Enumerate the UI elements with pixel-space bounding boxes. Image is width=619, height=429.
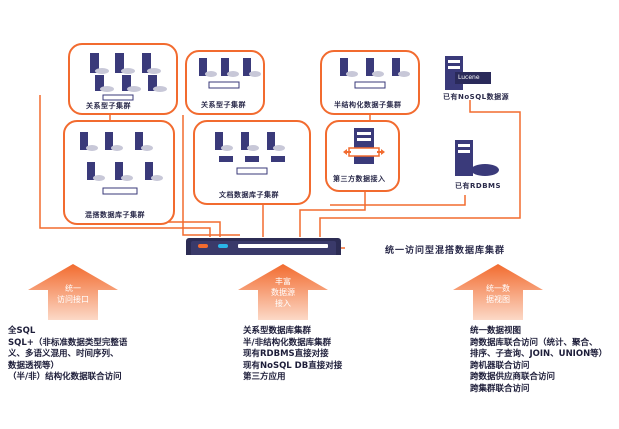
nosql-label: 已有NoSQL数据源 xyxy=(443,93,510,101)
left-desc-line: SQL+（非标准数据类型完整语 xyxy=(8,337,128,348)
server-group-icon xyxy=(215,132,285,175)
right-desc-line: 跨机器联合访问 xyxy=(470,360,530,371)
right-desc-line: 排序、子查询、JOIN、UNION等） xyxy=(470,349,608,359)
middle-desc-line: 第三方应用 xyxy=(243,372,286,382)
third-party-server-icon xyxy=(343,128,385,164)
server-group-icon xyxy=(340,58,410,89)
server-group-icon xyxy=(80,132,163,195)
right-arrow-line-2: 据视图 xyxy=(486,295,510,304)
middle-desc-line: 现有RDBMS直接对接 xyxy=(243,349,329,359)
rdbms-label: 已有RDBMS xyxy=(455,182,502,190)
third-party-cluster-label: 第三方数据接入 xyxy=(333,175,386,183)
left-description: 全SQL SQL+（非标准数据类型完整语 义、多语义混用、时间序列、 数据透视等… xyxy=(8,326,127,384)
left-desc-line: 义、多语义混用、时间序列、 xyxy=(8,349,119,359)
left-desc-line: 全SQL xyxy=(8,326,36,336)
server-group-icon xyxy=(90,53,167,101)
right-arrow-line-1: 统一数 xyxy=(486,284,510,293)
middle-desc-line: 半/非结构化数据库集群 xyxy=(243,337,332,348)
middle-description: 关系型数据库集群 半/非结构化数据库集群 现有RDBMS直接对接 现有NoSQL… xyxy=(243,326,342,384)
document-cluster-label: 文档数据库子集群 xyxy=(219,191,279,199)
right-desc-line: 跨数据供应商联合访问 xyxy=(470,372,556,382)
middle-desc-line: 现有NoSQL DB直接对接 xyxy=(243,360,343,371)
middle-desc-line: 关系型数据库集群 xyxy=(243,326,312,336)
middle-arrow-line-1: 丰富 xyxy=(275,277,291,286)
left-arrow-line-1: 统一 xyxy=(65,284,81,293)
mixed-cluster-label: 混搭数据库子集群 xyxy=(85,211,145,219)
relational-cluster-2-label: 关系型子集群 xyxy=(201,101,246,109)
relational-cluster-1-label: 关系型子集群 xyxy=(86,102,131,110)
main-title: 统一访问型混搭数据库集群 xyxy=(385,246,506,256)
mixed-cluster: 混搭数据库子集群 xyxy=(63,120,175,225)
relational-cluster-1: 关系型子集群 xyxy=(68,43,178,115)
left-desc-line: 数据透视等） xyxy=(8,360,60,371)
right-desc-line: 跨数据库联合访问（统计、聚合、 xyxy=(470,337,598,348)
left-arrow-line-2: 访问接口 xyxy=(57,295,89,304)
semi-structured-cluster: 半结构化数据子集群 xyxy=(320,50,420,115)
middle-arrow-line-3: 接入 xyxy=(275,299,291,308)
nosql-badge: Lucene xyxy=(458,74,480,81)
server-group-icon xyxy=(199,58,261,89)
semi-structured-cluster-label: 半结构化数据子集群 xyxy=(334,101,402,109)
right-desc-line: 跨集群联合访问 xyxy=(470,383,530,394)
middle-arrow-line-2: 数据源 xyxy=(271,288,295,297)
document-cluster: 文档数据库子集群 xyxy=(193,120,311,205)
right-desc-line: 统一数据视图 xyxy=(470,326,522,336)
left-desc-line: （半/非）结构化数据联合访问 xyxy=(8,372,122,382)
third-party-cluster: 第三方数据接入 xyxy=(325,120,400,192)
relational-cluster-2: 关系型子集群 xyxy=(185,50,265,115)
right-description: 统一数据视图 跨数据库联合访问（统计、聚合、 排序、子查询、JOIN、UNION… xyxy=(470,326,607,395)
